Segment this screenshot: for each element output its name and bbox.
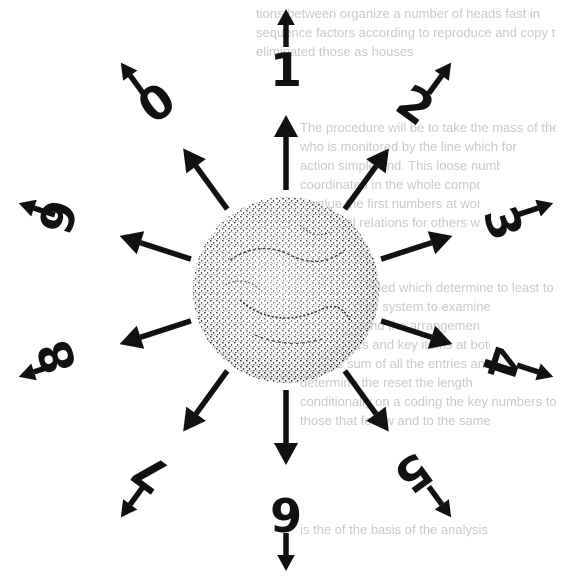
central-globe	[193, 197, 379, 383]
inner-arrow-7-shaft	[196, 371, 227, 414]
inner-arrow-2-shaft	[345, 166, 376, 209]
outer-arrow-1-arrowhead	[277, 9, 295, 25]
inner-arrow-5-arrowhead	[366, 407, 389, 432]
label-4: 4	[471, 339, 532, 386]
inner-arrow-7-arrowhead	[183, 407, 206, 432]
inner-arrow-4-shaft	[381, 321, 431, 337]
inner-arrow-0-arrowhead	[183, 148, 206, 173]
label-1: 1	[270, 43, 302, 97]
outer-arrow-6-arrowhead	[277, 555, 295, 571]
inner-arrow-8-shaft	[140, 321, 190, 337]
label-9: 9	[28, 193, 89, 240]
label-7: 7	[122, 442, 180, 505]
label-8: 8	[26, 333, 87, 380]
inner-arrow-3-shaft	[381, 243, 431, 259]
inner-arrow-1-arrowhead	[274, 115, 298, 137]
inner-arrow-5-shaft	[345, 371, 376, 414]
inner-arrow-9-shaft	[140, 243, 190, 259]
inner-arrow-6-arrowhead	[274, 443, 298, 465]
inner-arrow-0-shaft	[196, 166, 227, 209]
label-6: 6	[270, 487, 302, 541]
inner-arrow-2-arrowhead	[366, 148, 389, 173]
label-3: 3	[473, 199, 534, 246]
